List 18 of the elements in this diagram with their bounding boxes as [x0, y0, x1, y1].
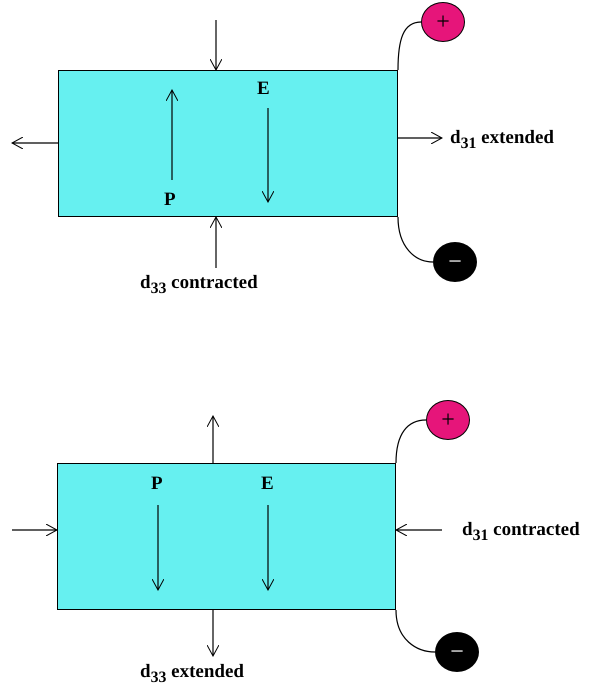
- positive-terminal: +: [421, 2, 465, 42]
- positive-terminal: +: [426, 400, 470, 440]
- negative-terminal: −: [433, 242, 477, 282]
- field-label: E: [261, 474, 274, 493]
- piezo-block: [57, 463, 396, 610]
- mode-label: d$_{33}$ contracted: [140, 273, 258, 297]
- polarization-label: P: [164, 190, 176, 209]
- wire: [397, 216, 434, 263]
- mode-label: d$_{31}$ contracted: [462, 520, 580, 544]
- mode-label: d$_{31}$ extended: [450, 128, 554, 152]
- piezo-block: [58, 70, 398, 217]
- wire: [397, 21, 422, 70]
- field-label: E: [257, 79, 270, 98]
- wire: [395, 610, 436, 653]
- mode-label: d$_{33}$ extended: [140, 662, 244, 686]
- negative-terminal: −: [435, 632, 479, 672]
- polarization-label: P: [151, 474, 163, 493]
- wire: [395, 419, 426, 464]
